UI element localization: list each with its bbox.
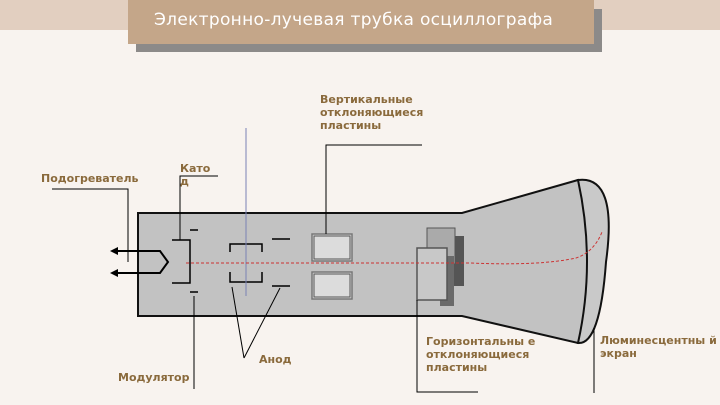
label-cathode: Като д <box>180 162 211 188</box>
vertical-plate-top <box>311 233 353 262</box>
label-vertical-plates: Вертикальные отклоняющиеся пластины <box>320 93 424 132</box>
leader-anode-1 <box>231 286 245 359</box>
horizontal-plate-front <box>416 247 448 301</box>
heater-wire <box>112 250 170 274</box>
title-box <box>128 0 594 44</box>
vertical-plate-bottom <box>311 271 353 300</box>
heater-arrow-bottom <box>110 269 118 277</box>
leader-horizontal-plates <box>416 300 478 393</box>
tube-body <box>137 178 597 345</box>
leader-anode-2 <box>243 287 281 359</box>
heater-arrow-top <box>110 247 118 255</box>
label-horizontal-plates: Горизонтальны е отклоняющиеся пластины <box>426 335 536 374</box>
leader-vertical-plates <box>325 144 422 234</box>
label-heater: Подогреватель <box>41 172 139 185</box>
luminescent-screen <box>576 178 610 344</box>
label-modulator: Модулятор <box>118 371 190 384</box>
slide-title: Электронно-лучевая трубка осциллографа <box>154 10 554 30</box>
label-anode: Анод <box>259 353 292 366</box>
leader-heater <box>52 188 129 262</box>
cathode <box>172 239 191 284</box>
leader-cathode <box>179 175 218 240</box>
label-screen: Люминесцентны й экран <box>600 334 717 360</box>
